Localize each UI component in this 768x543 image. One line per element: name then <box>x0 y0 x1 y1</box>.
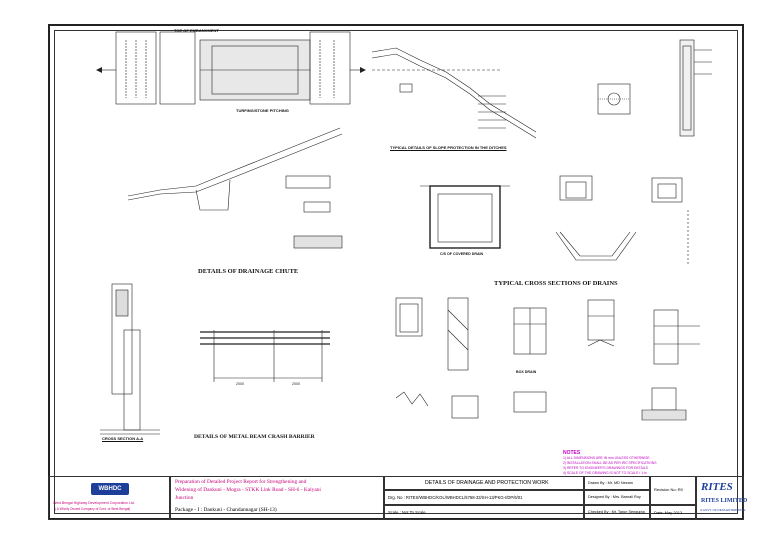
package-line: Package - I : Dankuni - Chandannagar (SH… <box>175 507 277 513</box>
drawn-by-cell: Drawn By : Mr. MD Nezam <box>584 476 650 490</box>
scale-cell: Scale : Not To Scale <box>384 505 584 520</box>
date: Date: May 2013 <box>654 510 683 515</box>
covered-drain-caption: C/S OF COVERED DRAIN <box>440 252 484 256</box>
note-line: 2) INSTALLATION SHALL BE AS PER IRC SPEC… <box>563 461 657 465</box>
project-line: Widening of Dankuni - Mogra - STKK Link … <box>175 487 321 493</box>
drawing-title-cell: DETAILS OF DRAINAGE AND PROTECTION WORK <box>384 476 584 490</box>
client-cell: WBHDC West Bengal Highway Development Co… <box>48 476 170 520</box>
note-line: 4) SCALE OF THE DRAWING IS NOT TO SCALE … <box>563 471 647 475</box>
project-line: Junction <box>175 495 194 501</box>
scale-text: Scale : Not To Scale <box>388 510 426 515</box>
drawing-number: Drg. No : RITES/WBHDC/KOL/WBHDCL/5768-33… <box>388 495 523 500</box>
turfing-label: TURFING/STONE PITCHING <box>236 108 289 113</box>
notes-title: NOTES <box>563 450 581 456</box>
cross-section-aa-caption: CROSS SECTION A-A <box>102 436 144 441</box>
designed-by: Designed By : Mrs. Barnali Roy <box>588 495 641 499</box>
revision: Revision No: R0 <box>654 487 683 492</box>
title-block: WBHDC West Bengal Highway Development Co… <box>48 476 748 520</box>
designed-by-cell: Designed By : Mrs. Barnali Roy <box>584 490 650 505</box>
date-cell: Date: May 2013 <box>650 505 696 520</box>
consultant-logo: RITES <box>701 481 733 493</box>
note-line: 1) ALL DIMENSIONS ARE IN mm UNLESS OTHER… <box>563 456 650 460</box>
dimension-right: 2000 <box>292 382 300 386</box>
drawn-by: Drawn By : Mr. MD Nezam <box>588 481 633 485</box>
crash-barrier-caption: DETAILS OF METAL BEAM CRASH BARRIER <box>194 434 315 440</box>
consultant-cell: RITES RITES LIMITED A GOVT. OF INDIA ENT… <box>696 476 748 520</box>
drawing-title: DETAILS OF DRAINAGE AND PROTECTION WORK <box>425 480 549 486</box>
toe-embankment-label: TOE OF EMBANKMENT <box>174 28 219 33</box>
slope-protection-caption: TYPICAL DETAILS OF SLOPE PROTECTION IN T… <box>390 145 507 150</box>
notes-block: NOTES 1) ALL DIMENSIONS ARE IN mm UNLESS… <box>563 451 657 476</box>
project-cell: Preparation of Detailed Project Report f… <box>170 476 384 520</box>
project-line: Preparation of Detailed Project Report f… <box>175 479 307 485</box>
consultant-name: RITES LIMITED <box>701 498 748 504</box>
box-drain-label: BOX DRAIN <box>516 370 537 374</box>
client-name: West Bengal Highway Development Corporat… <box>53 501 135 505</box>
note-line: 3) REFER TO ENGINEER'S DRAWINGS FOR DETA… <box>563 466 648 470</box>
drawing-number-cell: Drg. No : RITES/WBHDC/KOL/WBHDCL/5768-33… <box>384 490 584 505</box>
dimension-left: 2000 <box>236 382 244 386</box>
consultant-subtitle: A GOVT. OF INDIA ENTERPRISE <box>700 508 746 512</box>
client-logo: WBHDC <box>91 483 129 495</box>
drawing-sheet <box>48 24 744 520</box>
drawing-frame <box>54 30 738 514</box>
revision-cell: Revision No: R0 <box>650 476 696 505</box>
client-subtitle: ( A Wholly Owned Company of Govt. of Wes… <box>55 507 131 511</box>
drains-cross-section-caption: TYPICAL CROSS SECTIONS OF DRAINS <box>494 280 618 287</box>
checked-by-cell: Checked By : Mr. Tarun Sengupta <box>584 505 650 520</box>
drainage-chute-caption: DETAILS OF DRAINAGE CHUTE <box>198 268 299 275</box>
checked-by: Checked By : Mr. Tarun Sengupta <box>588 510 645 514</box>
